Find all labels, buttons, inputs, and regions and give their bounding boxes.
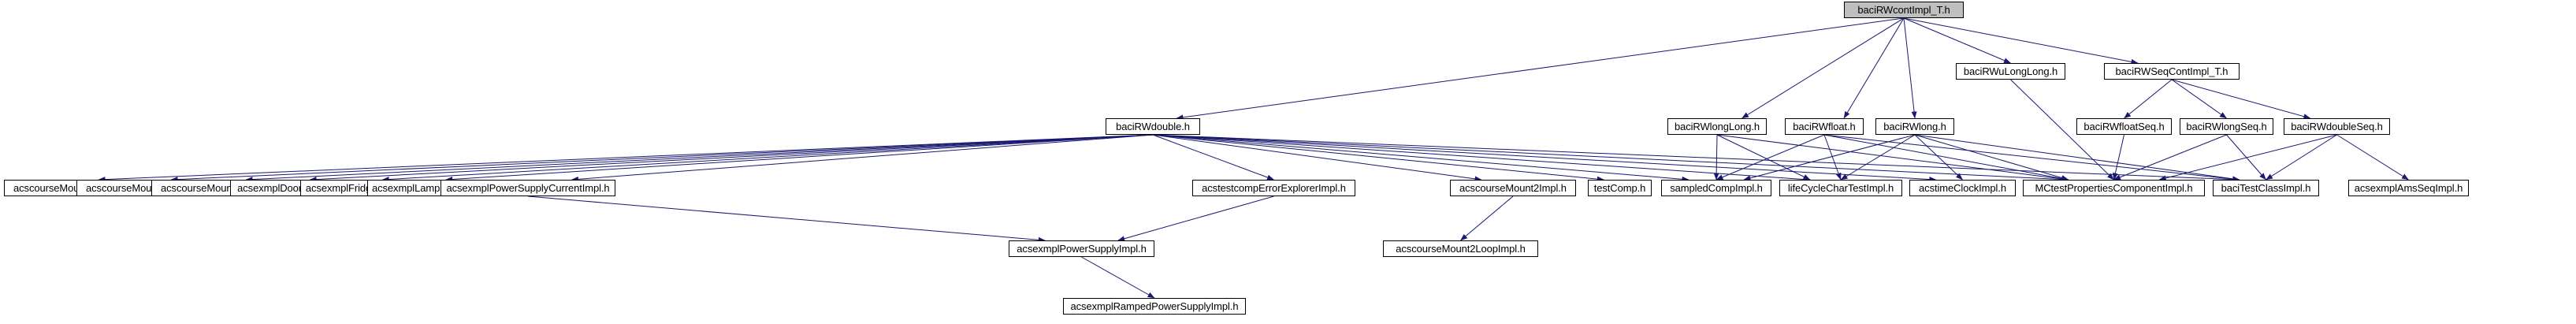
graph-edge-rwdouble-to-mount5	[245, 134, 1154, 183]
graph-node-root[interactable]: baciRWcontImpl_T.h	[1844, 2, 1964, 18]
graph-node-errorexplorer[interactable]: acstestcompErrorExplorerImpl.h	[1192, 180, 1355, 196]
graph-edge-rwdouble-to-clock	[1152, 134, 1937, 183]
graph-edge-rwlongseq-to-mctest	[2113, 134, 2227, 181]
graph-edge-root-to-rwseqcontimpl	[1903, 17, 2139, 65]
graph-node-rwdoubleseq[interactable]: baciRWdoubleSeq.h	[2284, 118, 2390, 135]
graph-edge-rwdouble-to-mount2	[1152, 134, 1482, 182]
graph-edge-rwlonglong-to-sampledcomp	[1713, 134, 1719, 181]
graph-node-label: baciRWfloat.h	[1793, 121, 1856, 132]
graph-node-mount2[interactable]: acscourseMount2Impl.h	[1450, 180, 1576, 196]
graph-edge-rwdoubleseq-to-bacitest	[2266, 134, 2337, 181]
graph-node-rwlong[interactable]: baciRWlong.h	[1875, 118, 1954, 135]
graph-node-mctest[interactable]: MCtestPropertiesComponentImpl.h	[2023, 180, 2205, 196]
graph-edge-rwfloat-to-sampledcomp	[1715, 134, 1825, 181]
graph-node-label: sampledCompImpl.h	[1670, 182, 1763, 194]
graph-node-rwseqcontimpl[interactable]: baciRWSeqContImpl_T.h	[2104, 63, 2240, 80]
graph-edge-rwlong-to-lifecycle	[1840, 134, 1916, 181]
graph-edge-rwseqcontimpl-to-rwdoubleseq	[2171, 79, 2311, 120]
graph-node-label: acsexmplPowerSupplyImpl.h	[1017, 243, 1147, 255]
graph-edge-rwlong-to-bacitest	[1914, 134, 2240, 182]
graph-node-powersupply[interactable]: acsexmplPowerSupplyImpl.h	[1009, 240, 1154, 257]
graph-edge-rwdouble-to-fridge	[381, 134, 1154, 182]
graph-edge-errorexplorer-to-powersupply	[1117, 196, 1274, 242]
graph-edge-rwseqcontimpl-to-rwfloatseq	[2124, 79, 2173, 119]
graph-node-lifecycle[interactable]: lifeCycleCharTestImpl.h	[1779, 180, 1902, 196]
graph-node-mount2loop[interactable]: acscourseMount2LoopImpl.h	[1383, 240, 1538, 257]
graph-node-rwulonglong[interactable]: baciRWuLongLong.h	[1956, 63, 2065, 80]
graph-node-label: baciRWSeqContImpl_T.h	[2115, 65, 2228, 77]
graph-node-label: baciRWdouble.h	[1116, 121, 1190, 132]
graph-node-label: baciRWlong.h	[1883, 121, 1946, 132]
graph-node-testcomp[interactable]: testComp.h	[1588, 180, 1652, 196]
graph-node-label: baciRWlongLong.h	[1674, 121, 1760, 132]
graph-edge-rwlong-to-sampledcomp	[1743, 134, 1916, 181]
graph-edge-rwfloatseq-to-mctest	[2112, 134, 2124, 181]
graph-edge-rwlonglong-to-mctest	[1716, 134, 2069, 182]
graph-edge-root-to-rwulonglong	[1903, 17, 2011, 64]
graph-edge-rwdouble-to-bacitest	[1152, 134, 2240, 183]
graph-edge-rwdouble-to-testcomp	[1152, 134, 1604, 182]
graph-edge-rwfloat-to-bacitest	[1823, 134, 2240, 182]
graph-node-sampledcomp[interactable]: sampledCompImpl.h	[1661, 180, 1771, 196]
graph-node-label: acstestcompErrorExplorerImpl.h	[1202, 182, 1346, 194]
graph-node-rwfloat[interactable]: baciRWfloat.h	[1785, 118, 1864, 135]
graph-edge-root-to-rwlong	[1903, 17, 1917, 119]
graph-edge-root-to-rwfloat	[1843, 17, 1905, 119]
graph-node-clock[interactable]: acstimeClockImpl.h	[1909, 180, 2016, 196]
graph-edge-rwdouble-to-mctest	[1152, 134, 2069, 183]
graph-node-label: baciRWlongSeq.h	[2186, 121, 2267, 132]
graph-edge-mount2-to-mount2loop	[1460, 196, 1514, 241]
graph-edge-rwdouble-to-door	[309, 134, 1154, 183]
graph-node-label: baciRWfloatSeq.h	[2083, 121, 2165, 132]
graph-node-rwfloatseq[interactable]: baciRWfloatSeq.h	[2076, 118, 2172, 135]
graph-node-label: MCtestPropertiesComponentImpl.h	[2035, 182, 2193, 194]
graph-edge-rwseqcontimpl-to-rwlongseq	[2171, 79, 2227, 119]
graph-node-pscurrent[interactable]: acsexmplPowerSupplyCurrentImpl.h	[440, 180, 615, 196]
graph-edge-root-to-rwdouble	[1176, 17, 1905, 121]
graph-node-rwdouble[interactable]: baciRWdouble.h	[1106, 118, 1200, 135]
graph-node-bacitest[interactable]: baciTestClassImpl.h	[2213, 180, 2319, 196]
graph-edge-rwfloat-to-lifecycle	[1823, 134, 1842, 181]
graph-node-label: acscourseMount2LoopImpl.h	[1396, 243, 1526, 255]
graph-node-label: acsexmplAmsSeqImpl.h	[2354, 182, 2463, 194]
graph-edge-rwdouble-to-errorexplorer	[1152, 134, 1274, 181]
graph-node-label: acsexmplRampedPowerSupplyImpl.h	[1070, 300, 1239, 312]
graph-edge-rwlong-to-clock	[1914, 134, 1963, 181]
graph-edge-rwdouble-to-mount3	[98, 134, 1154, 183]
graph-edge-pscurrent-to-powersupply	[527, 196, 1046, 243]
graph-edge-rwdouble-to-mount4	[170, 134, 1154, 183]
graph-node-rwlongseq[interactable]: baciRWlongSeq.h	[2180, 118, 2273, 135]
graph-node-label: testComp.h	[1593, 182, 1646, 194]
graph-node-label: acsexmplPowerSupplyCurrentImpl.h	[446, 182, 610, 194]
graph-node-label: acscourseMount2Impl.h	[1459, 182, 1567, 194]
graph-node-amsseq[interactable]: acsexmplAmsSeqImpl.h	[2348, 180, 2469, 196]
graph-edge-rwfloat-to-mctest	[1823, 134, 2069, 181]
graph-node-label: baciRWdoubleSeq.h	[2291, 121, 2383, 132]
graph-node-label: baciRWuLongLong.h	[1963, 65, 2058, 77]
graph-edge-powersupply-to-rampedpowersupply	[1081, 256, 1155, 299]
graph-edge-rwdouble-to-pscurrent	[571, 134, 1154, 182]
graph-edge-rwdouble-to-sampledcomp	[1152, 134, 1689, 182]
graph-node-rwlonglong[interactable]: baciRWlongLong.h	[1667, 118, 1767, 135]
graph-node-label: baciRWcontImpl_T.h	[1857, 4, 1950, 16]
graph-edge-root-to-rwlonglong	[1741, 17, 1905, 119]
graph-node-rampedpowersupply[interactable]: acsexmplRampedPowerSupplyImpl.h	[1063, 298, 1246, 315]
graph-edge-rwdouble-to-lamp	[445, 134, 1154, 182]
graph-edge-rwlonglong-to-lifecycle	[1716, 134, 1811, 181]
graph-node-label: baciTestClassImpl.h	[2221, 182, 2311, 194]
graph-node-label: acstimeClockImpl.h	[1919, 182, 2006, 194]
graph-edge-rwlongseq-to-bacitest	[2226, 134, 2266, 181]
graph-edge-rwdoubleseq-to-amsseq	[2336, 134, 2409, 181]
graph-edge-rwlong-to-mctest	[1914, 134, 2069, 181]
graph-edge-rwdoubleseq-to-mctest	[2158, 134, 2337, 181]
graph-edge-rwdouble-to-lifecycle	[1152, 134, 1811, 182]
graph-node-label: lifeCycleCharTestImpl.h	[1787, 182, 1894, 194]
